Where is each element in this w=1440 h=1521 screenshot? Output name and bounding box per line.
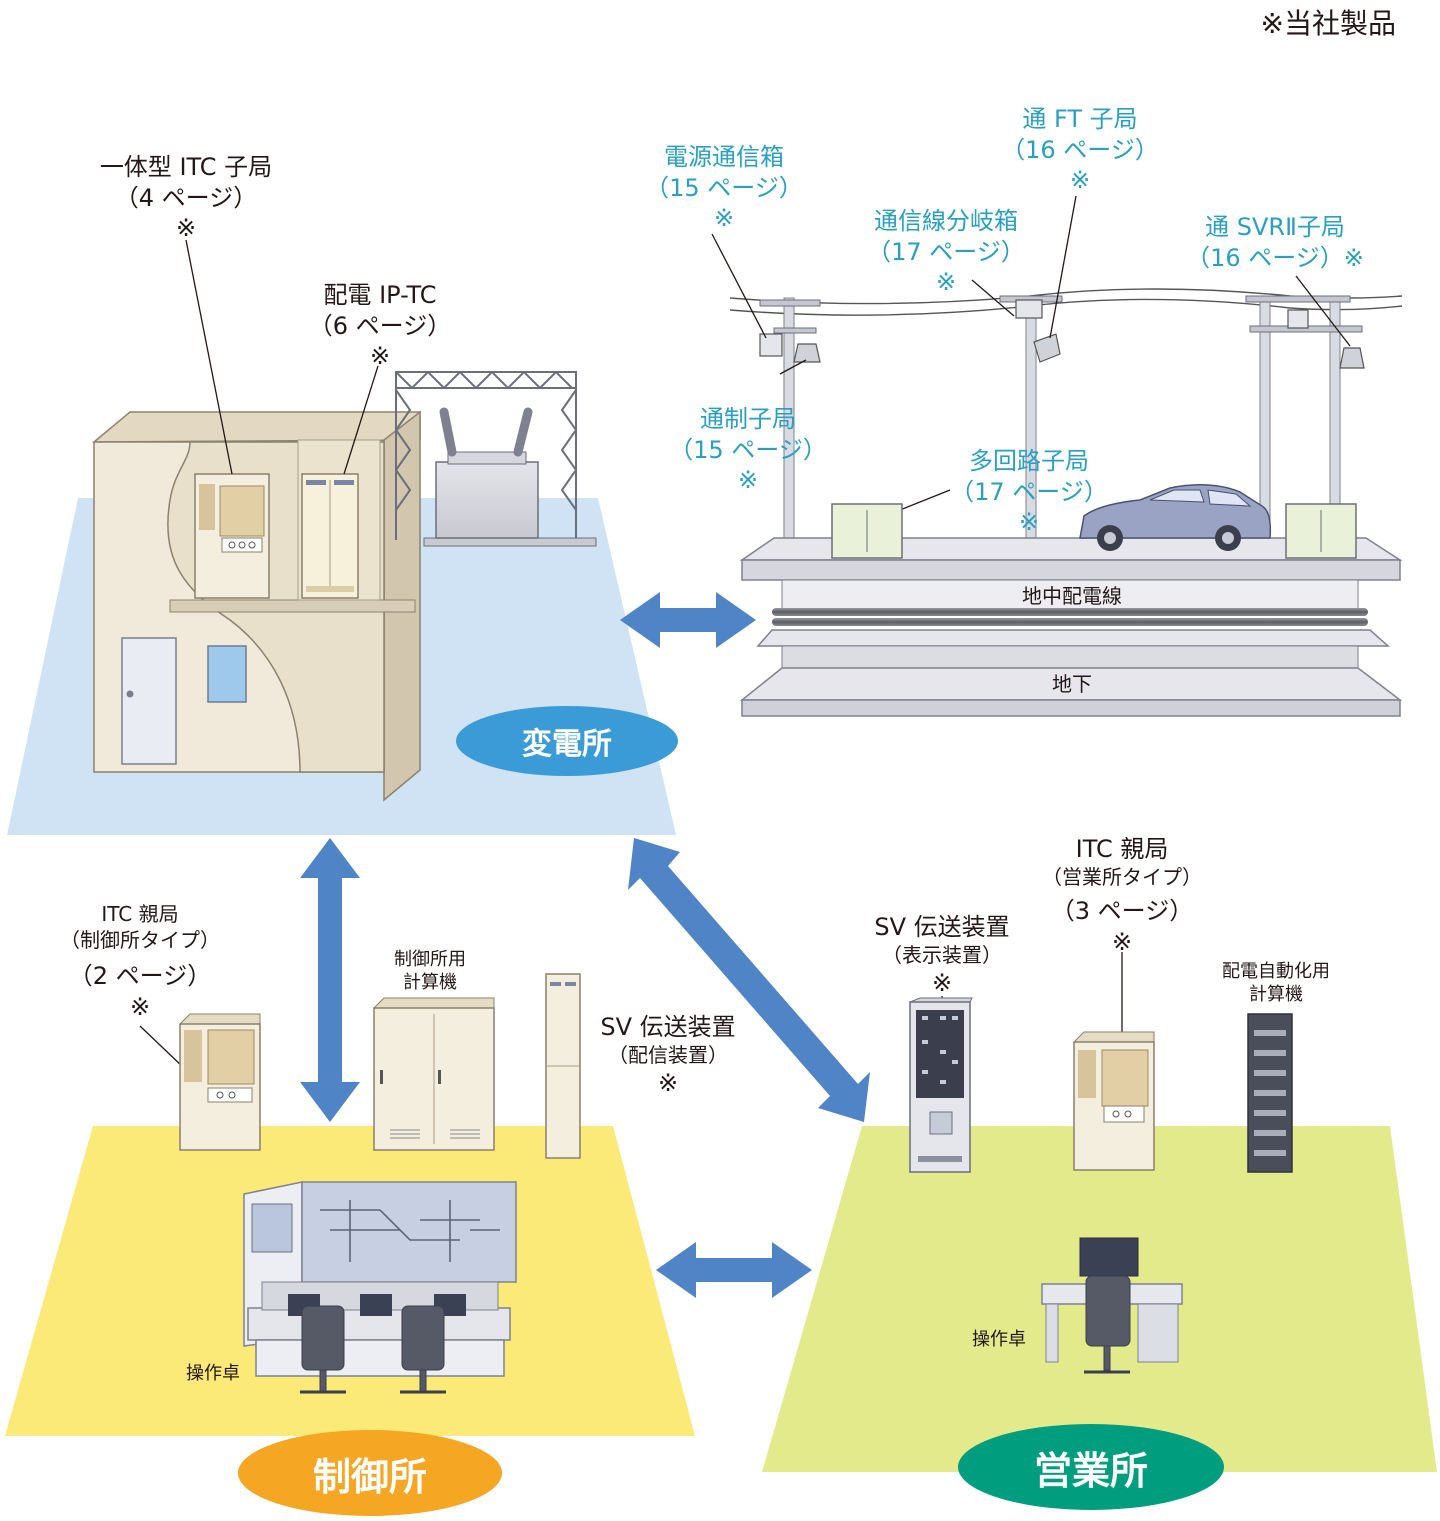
ground-box-right bbox=[1285, 503, 1357, 559]
sv-display-unit bbox=[909, 997, 973, 1173]
car bbox=[1079, 484, 1272, 551]
arrow-substation-control bbox=[300, 838, 360, 1122]
arrow-substation-underground bbox=[620, 592, 756, 648]
integrated-itc-slave-cabinet bbox=[194, 473, 270, 599]
itc-master-control-label: ITC 親局 （制御所タイプ） （2 ページ） ※ bbox=[60, 902, 220, 1021]
sales-operator-console bbox=[1041, 1237, 1183, 1363]
transformer-yard bbox=[394, 370, 578, 540]
operator-chair-2 bbox=[400, 1305, 446, 1394]
control-slave-unit bbox=[793, 343, 821, 363]
distribution-automation-computer bbox=[1247, 1013, 1293, 1173]
multi-circuit-slave-box bbox=[831, 503, 903, 559]
substation-building bbox=[91, 410, 421, 802]
sv-distribution-cabinet bbox=[545, 973, 581, 1159]
automation-computer-label: 配電自動化用 計算機 bbox=[1222, 961, 1330, 1006]
underground-cable-label: 地中配電線 bbox=[1022, 584, 1122, 608]
itc-master-cabinet-sales bbox=[1072, 1031, 1155, 1171]
control-center-badge: 制御所 bbox=[238, 1430, 502, 1516]
operator-chair-1 bbox=[300, 1305, 346, 1394]
itc-master-sales-label: ITC 親局 （営業所タイプ） （3 ページ） ※ bbox=[1042, 835, 1202, 957]
control-console-label: 操作卓 bbox=[186, 1363, 240, 1384]
arrow-control-sales bbox=[656, 1242, 812, 1298]
ft-slave-label: 通 FT 子局 （16 ページ） ※ bbox=[1001, 105, 1159, 195]
sales-office-badge: 営業所 bbox=[958, 1424, 1224, 1510]
branch-box-label: 通信線分岐箱 （17 ページ） ※ bbox=[867, 207, 1025, 297]
substation-badge: 変電所 bbox=[456, 706, 678, 776]
control-slave-label: 通制子局 （15 ページ） ※ bbox=[669, 405, 827, 495]
operator-chair-sales bbox=[1084, 1275, 1131, 1374]
product-note: ※当社製品 bbox=[1260, 7, 1396, 40]
power-comm-box-label: 電源通信箱 （15 ページ） ※ bbox=[645, 143, 803, 233]
svr-slave-unit bbox=[1339, 347, 1365, 369]
itc-master-cabinet-control bbox=[178, 1013, 261, 1151]
integrated-itc-slave-label: 一体型 ITC 子局 （4 ページ） ※ bbox=[99, 153, 273, 243]
branch-box bbox=[1015, 299, 1043, 319]
sv-display-label: SV 伝送装置 （表示装置） ※ bbox=[874, 913, 1010, 998]
control-center-computer bbox=[372, 997, 495, 1151]
ft-slave-unit bbox=[1033, 333, 1061, 363]
transformer bbox=[435, 407, 539, 539]
power-comm-box bbox=[759, 333, 783, 357]
ip-tc-cabinet bbox=[301, 473, 359, 599]
sales-console-label: 操作卓 bbox=[972, 1329, 1026, 1350]
road-and-underground bbox=[739, 537, 1403, 717]
control-room-mimic-panel bbox=[243, 1181, 517, 1377]
sv-distribution-label: SV 伝送装置 （配信装置） ※ bbox=[600, 1013, 736, 1098]
svr-slave-label: 通 SVRⅡ子局 （16 ページ）※ bbox=[1186, 213, 1364, 272]
ip-tc-label: 配電 IP-TC （6 ページ） ※ bbox=[308, 281, 452, 371]
multi-circuit-slave-label: 多回路子局 （17 ページ） ※ bbox=[950, 447, 1108, 537]
underground-label: 地下 bbox=[1052, 672, 1092, 696]
control-computer-label: 制御所用 計算機 bbox=[394, 949, 466, 994]
arrow-substation-sales bbox=[628, 838, 870, 1122]
